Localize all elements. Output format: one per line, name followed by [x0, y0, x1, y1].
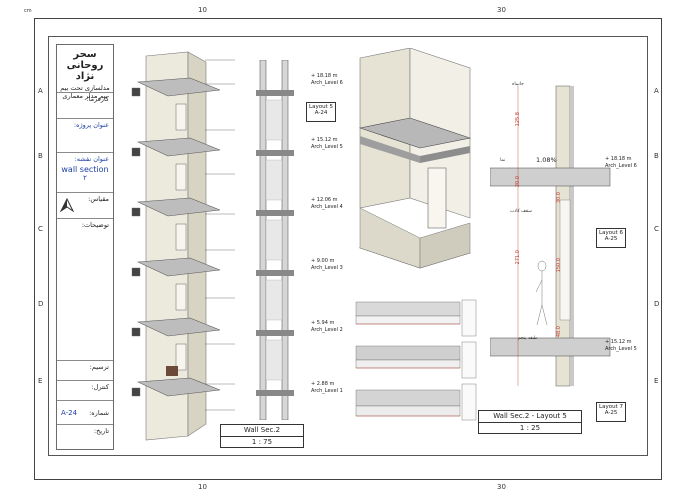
grid-row-b-left: B	[38, 152, 43, 160]
level-left-5-elev: + 15.12 m	[311, 137, 338, 143]
level-left-3-name: Arch_Level 3	[311, 265, 343, 271]
level-left-6-name: Arch_Level 6	[311, 80, 343, 86]
view-scale-text: 1 : 75	[251, 438, 273, 446]
sheet-title-number: ۲	[83, 174, 87, 182]
level-right-5-elev: + 15.12 m	[605, 339, 632, 345]
sheet-frame	[34, 18, 662, 480]
level-left-2-name: Arch_Level 2	[311, 327, 343, 333]
north-arrow-icon	[60, 198, 74, 212]
date-label: تاریخ:	[93, 427, 109, 435]
callout-layout-7-sheet: A-25	[604, 410, 618, 416]
sheet-number-label: شماره:	[89, 409, 109, 417]
sheet-number-cell: A-24 شماره:	[57, 401, 113, 425]
view-title-right-text: Wall Sec.2 - Layout 5	[479, 411, 581, 423]
dim-right-1: 125.8	[515, 112, 521, 127]
grid-row-b-right: B	[654, 152, 659, 160]
grid-number-bottom-2: 30	[497, 483, 506, 491]
level-left-1-elev: + 2.88 m	[311, 381, 335, 387]
view-title-wall-sec-2-layout-5: Wall Sec.2 - Layout 5 1 : 25	[478, 410, 582, 434]
grid-number-bottom-1: 10	[198, 483, 207, 491]
grid-unit-label: cm	[24, 8, 32, 14]
level-right-6-name: Arch_Level 6	[605, 163, 637, 169]
level-left-5-name: Arch_Level 5	[311, 144, 343, 150]
grid-row-e-right: E	[654, 377, 659, 385]
level-left-4-elev: + 12.06 m	[311, 197, 338, 203]
sheet-title: wall section	[61, 165, 109, 174]
scale-label: مقیاس:	[88, 195, 109, 203]
callout-layout-7-title: Layout 7	[599, 404, 623, 410]
level-left-2-elev: + 5.94 m	[311, 320, 335, 326]
grid-number-top-2: 30	[497, 6, 506, 14]
callout-layout-5[interactable]: Layout 5 A-24	[306, 102, 336, 122]
grid-row-e-left: E	[38, 377, 43, 385]
isometric-wall-section	[131, 51, 221, 441]
level-left-4-name: Arch_Level 4	[311, 204, 343, 210]
checked-by-label: کنترل:	[91, 383, 109, 391]
sheet-number-value: A-24	[61, 409, 78, 417]
grid-row-a-right: A	[654, 87, 659, 95]
dim-right-2: 20.0	[515, 176, 521, 188]
floor-layers-detail	[355, 299, 477, 421]
slope-label: 1.08%	[536, 156, 557, 164]
level-left-6-elev: + 18.18 m	[311, 73, 338, 79]
note-facade: نما	[500, 158, 506, 163]
callout-layout-5-title: Layout 5	[309, 104, 333, 110]
grid-number-top-1: 10	[198, 6, 207, 14]
dim-right-6: 48.0	[556, 326, 562, 338]
subtitle-line-2: بیم مدلر معماری	[62, 92, 108, 100]
callout-layout-6-sheet: A-25	[604, 236, 618, 242]
dim-right-3: 271.0	[515, 250, 521, 265]
drawn-by-label: ترسیم:	[89, 363, 109, 371]
isometric-room-cut	[358, 48, 472, 269]
sheet-title-label: عنوان نقشه:	[74, 155, 109, 163]
grid-row-d-right: D	[654, 300, 660, 308]
callout-layout-7[interactable]: Layout 7 A-25	[596, 402, 626, 422]
scale-cell: مقیاس:	[57, 193, 113, 219]
grid-row-c-right: C	[654, 225, 659, 233]
grid-row-d-left: D	[38, 300, 44, 308]
view-scale-right-text: 1 : 25	[519, 424, 541, 432]
note-parapet: جانپناه	[512, 82, 524, 87]
level-right-5-name: Arch_Level 5	[605, 346, 637, 352]
detailed-section-layout-5	[490, 85, 611, 387]
section-strip-left	[256, 60, 294, 420]
title-block: سحر روحانی نژاد مدلسازی تحت بیم بیم مدلر…	[56, 44, 114, 450]
drawing-border	[48, 36, 648, 456]
dim-right-5: 150.0	[556, 258, 562, 273]
project-label: عنوان پروژه:	[73, 121, 109, 129]
callout-layout-5-sheet: A-24	[314, 110, 328, 116]
employer-label: کارفرما:	[86, 95, 109, 103]
checked-by-cell: کنترل:	[57, 381, 113, 401]
view-title-wall-sec-2: Wall Sec.2 1 : 75	[220, 424, 304, 448]
title-block-header: سحر روحانی نژاد مدلسازی تحت بیم بیم مدلر…	[57, 45, 113, 100]
grid-row-a-left: A	[38, 87, 43, 95]
note-fifth-floor: طبقه پنجم	[518, 336, 538, 341]
view-title-text: Wall Sec.2	[221, 425, 303, 437]
leader-lines	[205, 59, 235, 411]
grid-row-c-left: C	[38, 225, 43, 233]
sheet-title-cell: عنوان نقشه: wall section ۲	[57, 153, 113, 193]
left-notes	[205, 54, 245, 424]
level-left-3-elev: + 9.00 m	[311, 258, 335, 264]
level-left-1-name: Arch_Level 1	[311, 388, 343, 394]
callout-layout-6[interactable]: Layout 6 A-25	[596, 228, 626, 248]
description-cell: توضیحات:	[57, 219, 113, 361]
date-cell: تاریخ:	[57, 425, 113, 451]
dim-right-4: 30.0	[556, 192, 562, 204]
subtitle-line-1: مدلسازی تحت بیم	[60, 84, 110, 92]
level-right-6-elev: + 18.18 m	[605, 156, 632, 162]
employer-cell: کارفرما:	[57, 93, 113, 119]
note-false-ceiling: سقف کاذب	[510, 209, 532, 214]
description-label: توضیحات:	[81, 221, 109, 229]
project-cell: عنوان پروژه:	[57, 119, 113, 153]
callout-layout-6-title: Layout 6	[599, 230, 623, 236]
author-name: سحر روحانی نژاد	[66, 49, 104, 82]
drawn-by-cell: ترسیم:	[57, 361, 113, 381]
